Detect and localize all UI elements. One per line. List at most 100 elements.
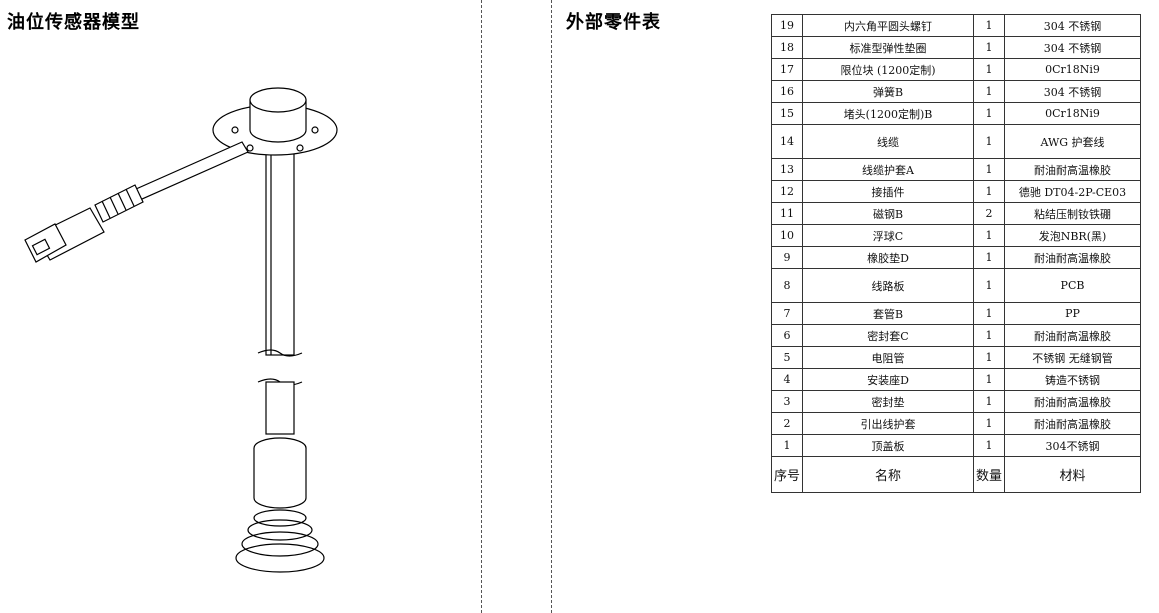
spring-coil-1 [253, 509, 307, 527]
row-no: 15 [771, 102, 803, 125]
row-no: 1 [771, 434, 803, 457]
row-no: 4 [771, 368, 803, 391]
row-name: 密封套C [802, 324, 974, 347]
row-qty: 1 [973, 80, 1005, 103]
row-no: 19 [771, 14, 803, 37]
row-name: 接插件 [802, 180, 974, 203]
row-name: 线缆护套A [802, 158, 974, 181]
table-header-row: 序号 名称 数量 材料 [771, 456, 1141, 493]
row-no: 9 [771, 246, 803, 269]
row-name: 标准型弹性垫圈 [802, 36, 974, 59]
row-material: 304 不锈钢 [1004, 14, 1141, 37]
left-divider-line [481, 0, 482, 613]
row-qty: 1 [973, 124, 1005, 159]
sensor-rod-lower [265, 381, 295, 435]
float-ball [253, 448, 307, 509]
row-name: 堵头(1200定制)B [802, 102, 974, 125]
row-name: 磁钢B [802, 202, 974, 225]
row-qty: 1 [973, 246, 1005, 269]
row-name: 内六角平圆头螺钉 [802, 14, 974, 37]
row-qty: 1 [973, 412, 1005, 435]
row-qty: 1 [973, 302, 1005, 325]
row-material: 不锈钢 无缝钢管 [1004, 346, 1141, 369]
row-material: 耐油耐高温橡胶 [1004, 412, 1141, 435]
row-material: 304 不锈钢 [1004, 36, 1141, 59]
spring-coil-2 [247, 519, 313, 541]
row-material: 耐油耐高温橡胶 [1004, 158, 1141, 181]
row-name: 线缆 [802, 124, 974, 159]
row-material: 粘结压制钕铁硼 [1004, 202, 1141, 225]
row-material: PP [1004, 302, 1141, 325]
row-qty: 1 [973, 268, 1005, 303]
row-no: 16 [771, 80, 803, 103]
spring-coil-4 [235, 543, 325, 573]
row-no: 8 [771, 268, 803, 303]
sensor-model-drawing [24, 87, 338, 573]
row-qty: 1 [973, 180, 1005, 203]
row-qty: 1 [973, 36, 1005, 59]
row-qty: 1 [973, 324, 1005, 347]
row-material: 德驰 DT04-2P-CE03 [1004, 180, 1141, 203]
row-material: 304 不锈钢 [1004, 80, 1141, 103]
row-material: 发泡NBR(黑) [1004, 224, 1141, 247]
header-qty: 数量 [973, 456, 1005, 493]
sensor-rod [265, 144, 295, 356]
row-material: 0Cr18Ni9 [1004, 58, 1141, 81]
row-no: 10 [771, 224, 803, 247]
row-no: 18 [771, 36, 803, 59]
row-no: 6 [771, 324, 803, 347]
row-no: 17 [771, 58, 803, 81]
row-qty: 1 [973, 58, 1005, 81]
break-mark-top [257, 349, 303, 357]
row-name: 套管B [802, 302, 974, 325]
row-name: 顶盖板 [802, 434, 974, 457]
row-no: 14 [771, 124, 803, 159]
row-name: 限位块 (1200定制) [802, 58, 974, 81]
row-qty: 1 [973, 102, 1005, 125]
row-name: 橡胶垫D [802, 246, 974, 269]
row-material: PCB [1004, 268, 1141, 303]
spring-coil-3 [241, 531, 319, 557]
row-no: 5 [771, 346, 803, 369]
row-qty: 1 [973, 346, 1005, 369]
row-name: 线路板 [802, 268, 974, 303]
row-qty: 1 [973, 14, 1005, 37]
row-qty: 1 [973, 368, 1005, 391]
row-material: 0Cr18Ni9 [1004, 102, 1141, 125]
row-qty: 1 [973, 434, 1005, 457]
row-no: 13 [771, 158, 803, 181]
row-qty: 1 [973, 390, 1005, 413]
right-divider-line [551, 0, 552, 613]
row-material: 铸造不锈钢 [1004, 368, 1141, 391]
row-name: 弹簧B [802, 80, 974, 103]
row-material: 耐油耐高温橡胶 [1004, 324, 1141, 347]
row-material: 耐油耐高温橡胶 [1004, 246, 1141, 269]
header-no: 序号 [771, 456, 803, 493]
row-no: 3 [771, 390, 803, 413]
row-no: 7 [771, 302, 803, 325]
row-name: 电阻管 [802, 346, 974, 369]
row-name: 密封垫 [802, 390, 974, 413]
row-qty: 2 [973, 202, 1005, 225]
sensor-model-heading: 油位传感器模型 [7, 12, 140, 33]
row-qty: 1 [973, 158, 1005, 181]
header-material: 材料 [1004, 456, 1141, 493]
row-no: 12 [771, 180, 803, 203]
